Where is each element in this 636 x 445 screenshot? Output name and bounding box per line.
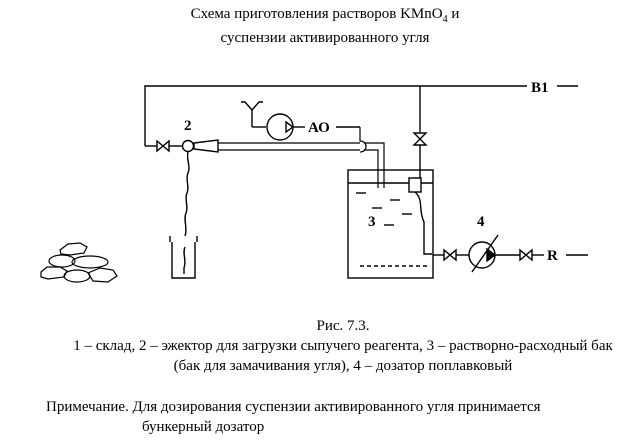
pipe-b1 [144,85,578,146]
diagram-title: Схема приготовления растворов KMnO4 и су… [0,5,636,48]
caption-line-2: (бак для замачивания угля), 4 – дозатор … [173,358,513,374]
label-3: 3 [368,214,376,230]
title-line-2: суспензии активированного угля [220,30,430,46]
valve-right-icon [519,248,533,262]
valve-left-icon [156,139,170,153]
valve-top-icon [412,132,428,146]
tank-3 [347,169,434,279]
title-subscript: 4 [442,14,448,25]
figure-caption: Рис. 7.3. 1 – склад, 2 – эжектор для заг… [0,316,636,376]
caption-line-1: 1 – склад, 2 – эжектор для загрузки сыпу… [73,338,613,354]
label-r: R [547,248,558,264]
label-b1: В1 [531,80,549,96]
title-line-1: Схема приготовления растворов KMnO4 и [190,6,460,25]
pump-ao-icon [266,113,295,141]
note-line-2: бункерный дозатор [142,419,265,435]
warehouse-stones-icon [40,242,118,283]
pipe-crossover [218,127,385,188]
funnel-icon [241,101,263,127]
ejector-icon [181,139,219,153]
figure-number: Рис. 7.3. [316,318,370,334]
note-line-1: Примечание. Для дозирования суспензии ак… [46,399,541,415]
label-2: 2 [184,118,192,134]
float-dispenser-icon [468,234,499,273]
float-valve-icon [408,177,432,255]
label-4: 4 [477,214,485,230]
reagent-container [169,236,198,279]
note: Примечание. Для дозирования суспензии ак… [46,397,606,437]
suction-hose [184,151,190,237]
valve-outlet-icon [443,248,457,262]
label-ao: АО [308,120,330,136]
